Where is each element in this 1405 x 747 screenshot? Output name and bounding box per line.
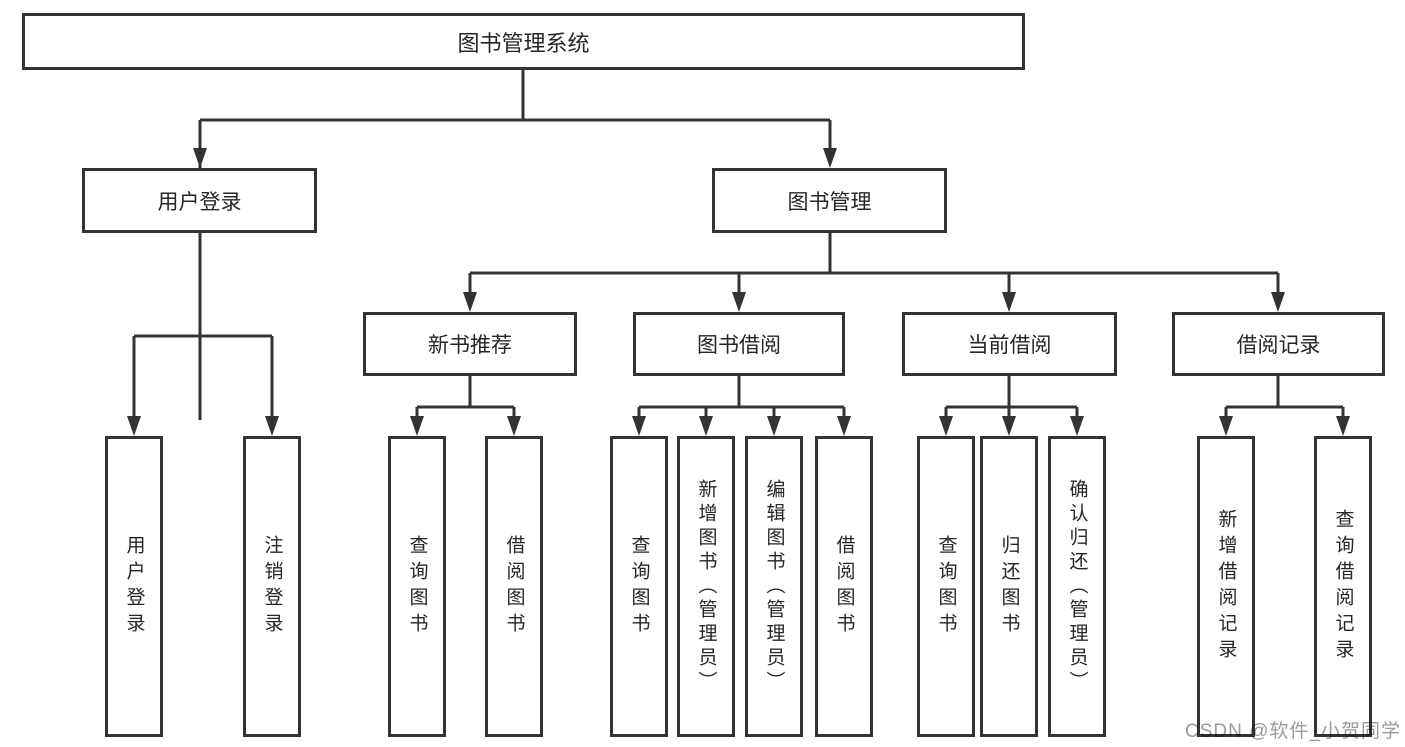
- leaf-label: 借阅图书: [503, 534, 525, 639]
- leaf-label: 查询图书: [935, 534, 957, 639]
- leaf-borrow-books: 借阅图书: [815, 436, 873, 737]
- leaf-borrow-books-recommend: 借阅图书: [485, 436, 543, 737]
- leaf-logout: 注销登录: [243, 436, 301, 737]
- leaf-label: 查询图书: [406, 534, 428, 639]
- node-label: 用户登录: [157, 190, 242, 214]
- leaf-label: 注销登录: [261, 534, 283, 639]
- node-book-borrowing: 图书借阅: [633, 312, 845, 376]
- leaf-edit-books-admin: 编辑图书（管理员）: [745, 436, 803, 737]
- node-current-borrowing: 当前借阅: [902, 312, 1117, 376]
- node-label: 图书借阅: [697, 334, 781, 357]
- node-book-management: 图书管理: [712, 168, 947, 233]
- leaf-label: 归还图书: [998, 534, 1020, 639]
- leaf-label: 编辑图书（管理员）: [763, 478, 785, 695]
- node-label: 新书推荐: [428, 334, 512, 357]
- node-library-management-system: 图书管理系统: [22, 13, 1025, 70]
- leaf-add-books-admin: 新增图书（管理员）: [677, 436, 735, 737]
- leaf-user-login: 用户登录: [105, 436, 163, 737]
- arrowheads: [127, 148, 1350, 436]
- leaf-label: 借阅图书: [833, 534, 855, 639]
- leaf-label: 新增图书（管理员）: [695, 478, 717, 695]
- node-label: 图书管理: [787, 190, 872, 214]
- node-new-book-recommendation: 新书推荐: [363, 312, 577, 376]
- leaf-return-books: 归还图书: [980, 436, 1038, 737]
- leaf-query-books-borrow: 查询图书: [610, 436, 668, 737]
- leaf-query-borrow-record: 查询借阅记录: [1314, 436, 1372, 737]
- leaf-label: 用户登录: [123, 534, 145, 639]
- leaf-query-books-recommend: 查询图书: [388, 436, 446, 737]
- node-label: 借阅记录: [1236, 334, 1321, 357]
- leaf-query-books-current: 查询图书: [917, 436, 975, 737]
- leaf-label: 确认归还（管理员）: [1066, 478, 1088, 695]
- leaf-add-borrow-record: 新增借阅记录: [1197, 436, 1255, 737]
- csdn-watermark: CSDN @软件_小贺同学: [1185, 721, 1401, 742]
- leaf-label: 查询借阅记录: [1332, 508, 1354, 665]
- node-borrowing-records: 借阅记录: [1172, 312, 1385, 376]
- leaf-label: 查询图书: [628, 534, 650, 639]
- node-label: 当前借阅: [967, 334, 1052, 357]
- node-user-login: 用户登录: [82, 168, 317, 233]
- leaf-confirm-return-admin: 确认归还（管理员）: [1048, 436, 1106, 737]
- leaf-label: 新增借阅记录: [1215, 508, 1237, 665]
- node-label: 图书管理系统: [457, 30, 590, 56]
